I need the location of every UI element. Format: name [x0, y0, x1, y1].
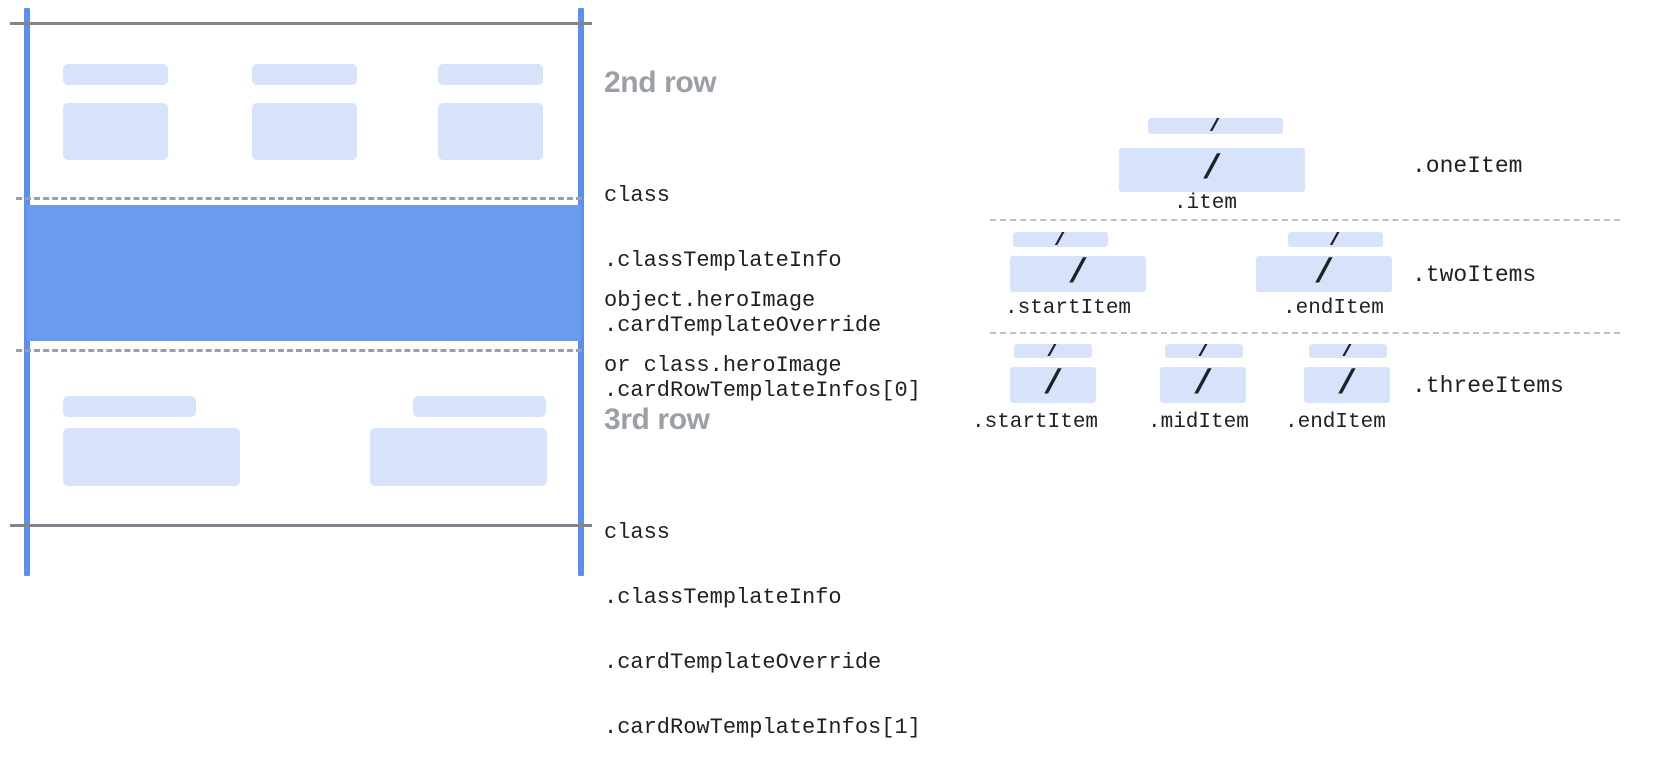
row-item-layout-variants: / / .item .oneItem / / .startItem / / .e… — [940, 0, 1676, 584]
slash-icon: / — [1328, 232, 1343, 247]
annotation-second-row-title: 2nd row — [604, 66, 717, 99]
annotation-third-row: 3rd row class .classTemplateInfo .cardTe… — [604, 367, 921, 760]
row-separator-bottom — [16, 349, 582, 352]
annotation-third-row-line-1: class — [604, 520, 671, 545]
annotation-third-row-line-3: .cardTemplateOverride — [604, 650, 882, 675]
card-top-rule — [10, 22, 592, 25]
row2-item2-title-placeholder — [252, 64, 357, 85]
annotation-hero-line-1: object.heroImage — [604, 288, 816, 313]
two-items-start-title-chip: / — [1013, 232, 1108, 247]
row3-item1-title-placeholder — [63, 396, 196, 417]
hero-image-band — [27, 205, 581, 341]
group-label-one-item: .oneItem — [1412, 153, 1523, 179]
three-items-sublabel-mid: .midItem — [1148, 411, 1249, 434]
row3-item2-title-placeholder — [413, 396, 546, 417]
card-bottom-rule — [10, 524, 592, 527]
annotation-hero-image: object.heroImage or class.heroImage — [604, 250, 842, 398]
two-items-start-body-chip: / — [1010, 256, 1146, 292]
annotation-hero-line-2: or class.heroImage — [604, 353, 842, 378]
three-items-end-body-chip: / — [1304, 367, 1390, 403]
slash-icon: / — [1336, 367, 1358, 403]
one-item-sublabel-item: .item — [1174, 192, 1238, 215]
annotation-second-row-line-4: .cardRowTemplateInfos[0] — [604, 378, 921, 403]
row3-item2-body-placeholder — [370, 428, 547, 486]
annotation-third-row-line-2: .classTemplateInfo — [604, 585, 842, 610]
row2-item2-body-placeholder — [252, 103, 357, 160]
three-items-mid-title-chip: / — [1165, 344, 1243, 358]
three-items-start-title-chip: / — [1014, 344, 1092, 358]
slash-icon: / — [1313, 256, 1335, 292]
two-items-sublabel-start: .startItem — [1005, 297, 1132, 320]
group-label-three-items: .threeItems — [1412, 373, 1564, 399]
slash-icon: / — [1053, 232, 1068, 247]
annotation-second-row-line-1: class — [604, 183, 671, 208]
three-items-start-body-chip: / — [1010, 367, 1096, 403]
row2-item3-body-placeholder — [438, 103, 543, 160]
annotation-third-row-line-4: .cardRowTemplateInfos[1] — [604, 715, 921, 740]
slash-icon: / — [1046, 344, 1060, 358]
slash-icon: / — [1341, 344, 1355, 358]
row-separator-top — [16, 197, 582, 200]
annotation-third-row-title: 3rd row — [604, 403, 710, 436]
row3-item1-body-placeholder — [63, 428, 240, 486]
variant-separator-2 — [990, 332, 1620, 334]
slash-icon: / — [1208, 118, 1223, 134]
slash-icon: / — [1201, 151, 1223, 189]
three-items-end-title-chip: / — [1309, 344, 1387, 358]
row2-item3-title-placeholder — [438, 64, 543, 85]
row2-item1-title-placeholder — [63, 64, 168, 85]
slash-icon: / — [1197, 344, 1211, 358]
card-right-rail — [578, 8, 584, 576]
two-items-sublabel-end: .endItem — [1283, 297, 1384, 320]
three-items-mid-body-chip: / — [1160, 367, 1246, 403]
two-items-end-title-chip: / — [1288, 232, 1383, 247]
slash-icon: / — [1042, 367, 1064, 403]
variant-separator-1 — [990, 219, 1620, 221]
annotation-second-row-line-2: .classTemplateInfo — [604, 248, 842, 273]
two-items-end-body-chip: / — [1256, 256, 1392, 292]
three-items-sublabel-end: .endItem — [1285, 411, 1386, 434]
annotation-second-row: 2nd row class .classTemplateInfo .cardTe… — [604, 30, 921, 423]
one-item-title-chip: / — [1148, 118, 1283, 134]
three-items-sublabel-start: .startItem — [972, 411, 1099, 434]
slash-icon: / — [1192, 367, 1214, 403]
group-label-two-items: .twoItems — [1412, 262, 1537, 288]
row2-item1-body-placeholder — [63, 103, 168, 160]
one-item-body-chip: / — [1119, 148, 1305, 192]
card-template-skeleton — [0, 0, 600, 584]
slash-icon: / — [1067, 256, 1089, 292]
annotation-second-row-line-3: .cardTemplateOverride — [604, 313, 882, 338]
